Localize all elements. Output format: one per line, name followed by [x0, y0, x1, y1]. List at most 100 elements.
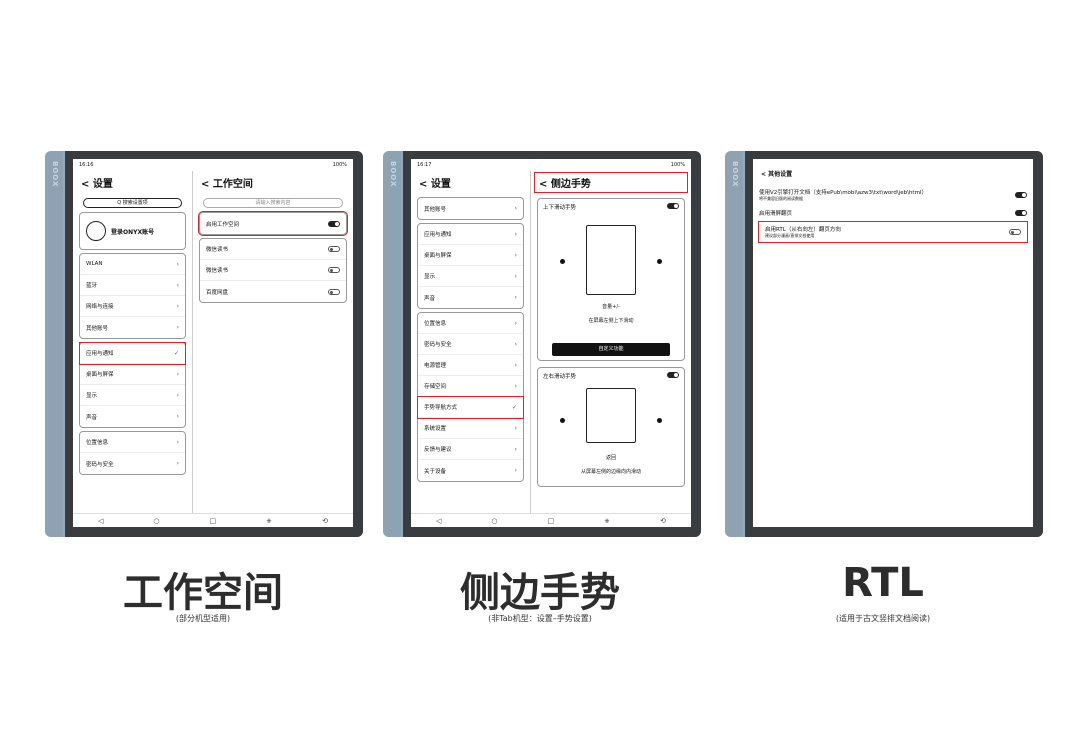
list-item[interactable]: 微信读书 [200, 260, 346, 281]
sidebar-item[interactable]: 存储空间› [418, 376, 523, 397]
sidebar-item[interactable]: WLAN› [80, 254, 185, 275]
boox-logo: BOOX [731, 161, 739, 188]
label: 声音 [424, 295, 436, 302]
label: 位置信息 [424, 321, 447, 327]
note-workspace: (部分机型适用) [175, 614, 231, 623]
toggle-off[interactable] [328, 288, 340, 295]
page-title[interactable]: < 设置 [81, 179, 113, 190]
sidebar-item[interactable]: 桌面与屏保› [418, 245, 523, 266]
rotate-icon[interactable]: ⟲ [660, 516, 666, 525]
sidebar-item[interactable]: 声音› [418, 287, 523, 308]
page-title[interactable]: < 设置 [419, 179, 451, 190]
sidebar-item[interactable]: 蓝牙› [80, 275, 185, 296]
label: 手势导航方式 [424, 405, 458, 411]
nav-bar: ◁ ○ □ ⧺ ⟲ [73, 513, 353, 527]
note-side-gesture: (非Tab机型：设置–手势设置) [488, 614, 592, 623]
device-side [383, 151, 401, 537]
refresh-icon[interactable]: ⧺ [604, 516, 611, 525]
caption-side-gesture: 侧边手势 [460, 570, 620, 616]
sub-label: 建议部分漫画/直排文档使用 [765, 233, 815, 238]
account-label: 登录ONYX账号 [111, 228, 155, 236]
sidebar-item[interactable]: 其他账号› [80, 317, 185, 338]
recents-icon[interactable]: □ [209, 516, 217, 525]
gesture-panel: < 侧边手势 上下滑动手势 音量+/- 在屏幕左侧上下滑动 自定义功能 左右滑动… [531, 171, 691, 513]
battery: 100% [670, 162, 685, 168]
toggle-on[interactable] [1015, 192, 1027, 198]
sidebar-item-gesture-nav[interactable]: 手势导航方式 ✓ [417, 396, 524, 419]
recents-icon[interactable]: □ [547, 516, 555, 525]
sidebar-item[interactable]: 网络与连接› [80, 296, 185, 317]
group-2: 应用与通知 ✓ 桌面与屏保› 显示› 声音› [79, 342, 186, 428]
sidebar-item[interactable]: 系统设置› [418, 418, 523, 439]
chevron-right-icon: › [514, 382, 517, 390]
toggle-on[interactable] [328, 220, 340, 227]
device-side [45, 151, 63, 537]
swipe-illustration [586, 388, 636, 443]
toggle-off[interactable] [328, 246, 340, 252]
sidebar-item[interactable]: 位置信息› [418, 313, 523, 334]
toggle-on[interactable] [667, 372, 679, 378]
prev-dot[interactable] [560, 259, 565, 264]
refresh-icon[interactable]: ⧺ [266, 516, 273, 525]
search-input[interactable]: 请输入搜索内容 [203, 198, 343, 208]
label: 启用滑屏翻页 [759, 211, 793, 217]
sidebar-item[interactable]: 显示 › [418, 266, 523, 287]
label: 关于设备 [424, 468, 447, 475]
list-item[interactable]: 启用滑屏翻页 [753, 206, 1033, 220]
label: 其他账号 [424, 206, 447, 213]
list-item[interactable]: 使用V2引擎打开文档（支持ePub\mobi\azw3\txt\word\jeb… [753, 184, 1033, 206]
home-icon[interactable]: ○ [491, 516, 498, 525]
sidebar-item[interactable]: 声音› [80, 406, 185, 427]
page-title[interactable]: < 其他设置 [761, 171, 793, 178]
sidebar-item[interactable]: 反馈与建议› [418, 439, 523, 460]
sidebar-item[interactable]: 应用与通知› [418, 224, 523, 245]
account-card[interactable]: 登录ONYX账号 [79, 212, 186, 250]
chevron-right-icon: › [514, 445, 517, 453]
check-icon: ✓ [511, 403, 517, 411]
sidebar-item[interactable]: 关于设备› [418, 460, 523, 481]
label: 显示 [424, 274, 436, 280]
customize-button[interactable]: 自定义功能 [552, 343, 670, 356]
panel-title[interactable]: < 侧边手势 [534, 172, 688, 193]
list-item[interactable]: 微信读书 [200, 239, 346, 260]
sidebar-item[interactable]: 电源管理› [418, 355, 523, 376]
sidebar-item-apps[interactable]: 应用与通知 ✓ [79, 342, 186, 365]
panel-title[interactable]: < 工作空间 [201, 179, 253, 190]
rotate-icon[interactable]: ⟲ [322, 516, 328, 525]
workspace-toggle-row[interactable]: 启用工作空间 [198, 211, 348, 236]
next-dot[interactable] [657, 418, 662, 423]
toggle-off[interactable] [328, 267, 340, 273]
chevron-right-icon: › [176, 370, 179, 378]
check-icon: ✓ [173, 349, 179, 357]
boox-logo: BOOX [51, 161, 59, 188]
sidebar-item[interactable]: 位置信息› [80, 432, 185, 453]
sidebar-item[interactable]: 密码与安全› [80, 453, 185, 474]
label: 其他账号 [86, 325, 109, 332]
chevron-right-icon: › [176, 302, 179, 310]
back-icon[interactable]: ◁ [98, 516, 104, 525]
list-item[interactable]: 百度网盘 [200, 281, 346, 302]
rtl-toggle-row[interactable]: 启用RTL（从右向左）翻页方向建议部分漫画/直排文档使用 [758, 221, 1028, 243]
toggle-on[interactable] [1015, 210, 1027, 216]
search-input[interactable]: Q 搜索设置项 [83, 198, 182, 208]
sidebar-item[interactable]: 显示› [80, 385, 185, 406]
back-icon[interactable]: ◁ [436, 516, 442, 525]
battery: 100% [332, 162, 347, 168]
sidebar-item[interactable]: 桌面与屏保› [80, 364, 185, 385]
toggle-on[interactable] [667, 203, 679, 209]
screen: < 其他设置 使用V2引擎打开文档（支持ePub\mobi\azw3\txt\w… [753, 159, 1033, 527]
next-dot[interactable] [657, 259, 662, 264]
toggle-off[interactable] [1009, 229, 1021, 235]
chevron-right-icon: › [176, 460, 179, 467]
sidebar-item[interactable]: 其他账号› [418, 198, 523, 219]
home-icon[interactable]: ○ [153, 516, 160, 525]
vertical-gesture-card: 上下滑动手势 音量+/- 在屏幕左侧上下滑动 自定义功能 [537, 198, 685, 361]
avatar-icon [86, 221, 106, 241]
sidebar-item[interactable]: 密码与安全› [418, 334, 523, 355]
label: 百度网盘 [206, 289, 229, 296]
label: 应用与通知 [424, 232, 452, 238]
prev-dot[interactable] [560, 418, 565, 423]
label: 应用与通知 [86, 351, 114, 357]
chevron-right-icon: › [514, 272, 517, 280]
